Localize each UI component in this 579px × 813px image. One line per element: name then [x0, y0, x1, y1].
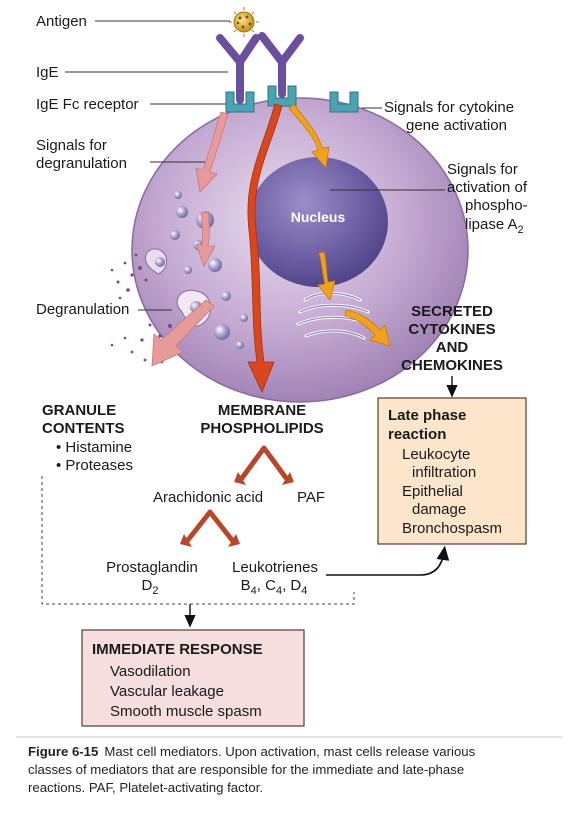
- granule-contents: GRANULE CONTENTS • Histamine • Proteases: [42, 402, 133, 474]
- secreted-label: SECRETED CYTOKINES AND CHEMOKINES: [401, 303, 503, 374]
- leukotrienes-label: Leukotrienes B4, C4, D4: [232, 559, 318, 597]
- svg-text:Prostaglandin: Prostaglandin: [106, 559, 198, 576]
- svg-text:Bronchospasm: Bronchospasm: [402, 520, 502, 537]
- svg-text:Smooth muscle spasm: Smooth muscle spasm: [110, 703, 262, 720]
- granule: [176, 206, 188, 218]
- svg-text:PHOSPHOLIPIDS: PHOSPHOLIPIDS: [200, 420, 323, 437]
- signals-cytokine-label-1: Signals for cytokine: [384, 99, 514, 116]
- svg-text:CHEMOKINES: CHEMOKINES: [401, 357, 503, 374]
- svg-text:Vasodilation: Vasodilation: [110, 663, 191, 680]
- svg-text:MEMBRANE: MEMBRANE: [218, 402, 306, 419]
- svg-text:• Histamine: • Histamine: [56, 439, 132, 456]
- granule: [155, 257, 165, 267]
- ige-antibodies: [216, 32, 304, 104]
- nucleus-label: Nucleus: [291, 209, 346, 225]
- leader-lines: [65, 20, 445, 311]
- ige-label: IgE: [36, 64, 59, 81]
- granule: [208, 258, 222, 272]
- svg-text:CYTOKINES: CYTOKINES: [408, 321, 495, 338]
- svg-text:reaction: reaction: [388, 426, 446, 443]
- paf-label: PAF: [297, 489, 325, 506]
- svg-text:GRANULE: GRANULE: [42, 402, 116, 419]
- svg-text:damage: damage: [412, 501, 466, 518]
- svg-text:Late phase: Late phase: [388, 407, 466, 424]
- granule: [236, 341, 244, 349]
- signals-degranulation-label-1: Signals for: [36, 137, 107, 154]
- membrane-phospholipids: MEMBRANE PHOSPHOLIPIDS: [200, 402, 323, 437]
- granule: [214, 324, 230, 340]
- late-phase-reaction-box: Late phase reaction Leukocyte infiltrati…: [377, 397, 527, 545]
- ige-fc-receptor-label: IgE Fc receptor: [36, 96, 139, 113]
- svg-text:classes of mediators that are: classes of mediators that are responsibl…: [28, 762, 464, 777]
- signals-degranulation-label-2: degranulation: [36, 155, 127, 172]
- antigen-molecule: [229, 7, 259, 37]
- svg-text:Epithelial: Epithelial: [402, 483, 463, 500]
- fc-receptor-1: [225, 91, 255, 113]
- signals-phospholipase-label-2: activation of: [447, 179, 528, 196]
- granule: [174, 191, 182, 199]
- granule: [184, 266, 192, 274]
- leukotrienes-to-late-arrow: [326, 545, 450, 576]
- svg-text:Vascular leakage: Vascular leakage: [110, 683, 224, 700]
- signals-phospholipase-label-3: phospho-: [465, 197, 528, 214]
- released-particles: [110, 253, 182, 364]
- granule: [221, 291, 231, 301]
- dashed-collector: [41, 476, 355, 605]
- degranulation-label: Degranulation: [36, 301, 129, 318]
- granule: [170, 230, 180, 240]
- prostaglandin-label: Prostaglandin D2: [106, 559, 198, 597]
- svg-text:B4, C4, D4: B4, C4, D4: [241, 577, 308, 597]
- svg-text:D2: D2: [142, 577, 159, 597]
- svg-text:infiltration: infiltration: [412, 464, 476, 481]
- pathway-chevron-heads: [180, 472, 294, 547]
- phospholipid-signal-arrow: [247, 103, 283, 394]
- granule: [240, 314, 248, 322]
- degranulation-signal-arrows: [151, 111, 229, 367]
- signals-phospholipase-label-4: lipase A2: [465, 216, 524, 236]
- antigen-label: Antigen: [36, 13, 87, 30]
- svg-text:• Proteases: • Proteases: [56, 457, 133, 474]
- fc-receptor-3: [329, 91, 359, 113]
- nucleus: [248, 157, 388, 287]
- signals-cytokine-label-2: gene activation: [406, 117, 507, 134]
- svg-text:reactions. PAF, Platelet-activ: reactions. PAF, Platelet-activating fact…: [28, 780, 263, 795]
- golgi-apparatus-outline: [297, 292, 373, 339]
- signals-phospholipase-label-1: Signals for: [447, 161, 518, 178]
- svg-text:CONTENTS: CONTENTS: [42, 420, 125, 437]
- svg-text:IMMEDIATE RESPONSE: IMMEDIATE RESPONSE: [92, 641, 263, 658]
- fc-receptors: [225, 85, 359, 113]
- svg-text:Leukocyte: Leukocyte: [402, 446, 470, 463]
- immediate-response-box: IMMEDIATE RESPONSE Vasodilation Vascular…: [81, 629, 305, 727]
- svg-text:Leukotrienes: Leukotrienes: [232, 559, 318, 576]
- arachidonic-acid-label: Arachidonic acid: [153, 489, 263, 506]
- cytokine-signal-arrows: [288, 103, 391, 347]
- svg-text:AND: AND: [436, 339, 469, 356]
- pathway-chevrons: [185, 445, 289, 543]
- svg-text:SECRETED: SECRETED: [411, 303, 493, 320]
